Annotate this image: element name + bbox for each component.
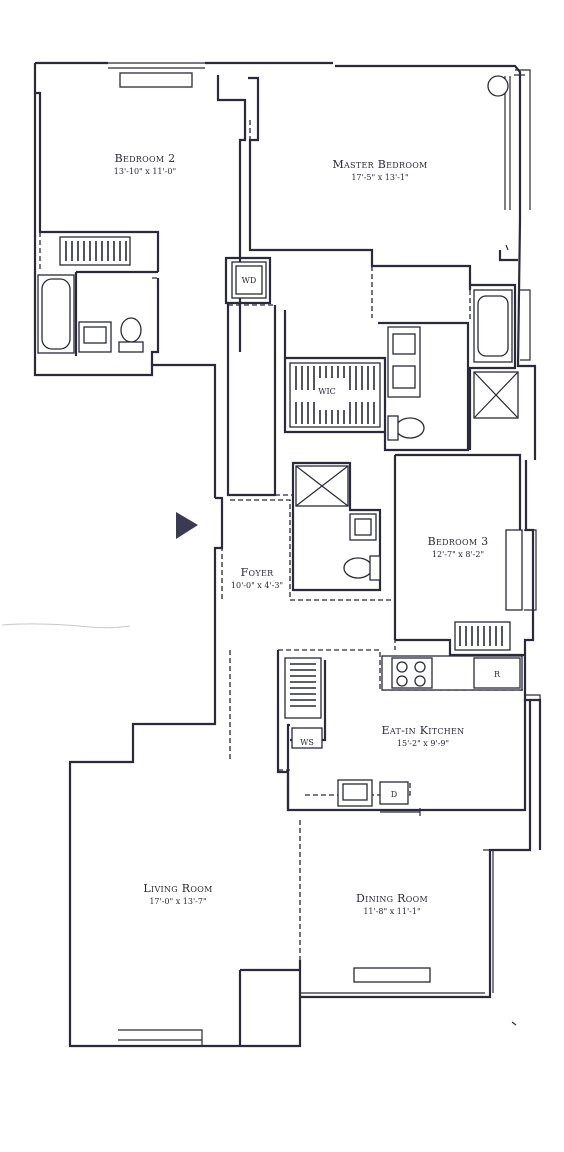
wic-label: WIC	[318, 387, 336, 396]
bedroom2-name: Bedroom 2	[115, 152, 176, 165]
refrigerator-label: R	[494, 670, 501, 679]
interior-walls	[35, 75, 527, 1046]
living-name: Living Room	[143, 882, 212, 895]
scan-smudge	[1, 623, 131, 629]
bedroom3-name: Bedroom 3	[428, 535, 489, 548]
entry-arrow-icon	[176, 512, 198, 539]
door-openings	[39, 120, 525, 960]
foyer-dim: 10'-0" x 4'-3"	[231, 581, 283, 590]
ws-label: WS	[300, 738, 314, 747]
living-dim: 17'-0" x 13'-7"	[149, 897, 206, 906]
dining-name: Dining Room	[356, 892, 428, 905]
scan-mark	[511, 1021, 517, 1026]
kitchen-name: Eat-in Kitchen	[382, 724, 465, 737]
bedroom3-dim: 12'-7" x 8'-2"	[432, 550, 484, 559]
master-name: Master Bedroom	[332, 158, 427, 171]
foyer-name: Foyer	[241, 566, 275, 579]
dining-dim: 11'-8" x 11'-1"	[363, 907, 420, 916]
room-labels: Bedroom 2 13'-10" x 11'-0" Master Bedroo…	[114, 152, 489, 916]
fixture-labels: WD WIC WS R D	[242, 276, 501, 799]
bedroom2-dim: 13'-10" x 11'-0"	[114, 167, 176, 176]
fixtures	[37, 236, 523, 816]
wd-label: WD	[242, 276, 257, 285]
dishwasher-label: D	[391, 790, 397, 799]
windows	[108, 62, 541, 1046]
master-dim: 17'-5" x 13'-1"	[351, 173, 408, 182]
kitchen-dim: 15'-2" x 9'-9"	[397, 739, 449, 748]
scan-mark	[505, 244, 509, 251]
